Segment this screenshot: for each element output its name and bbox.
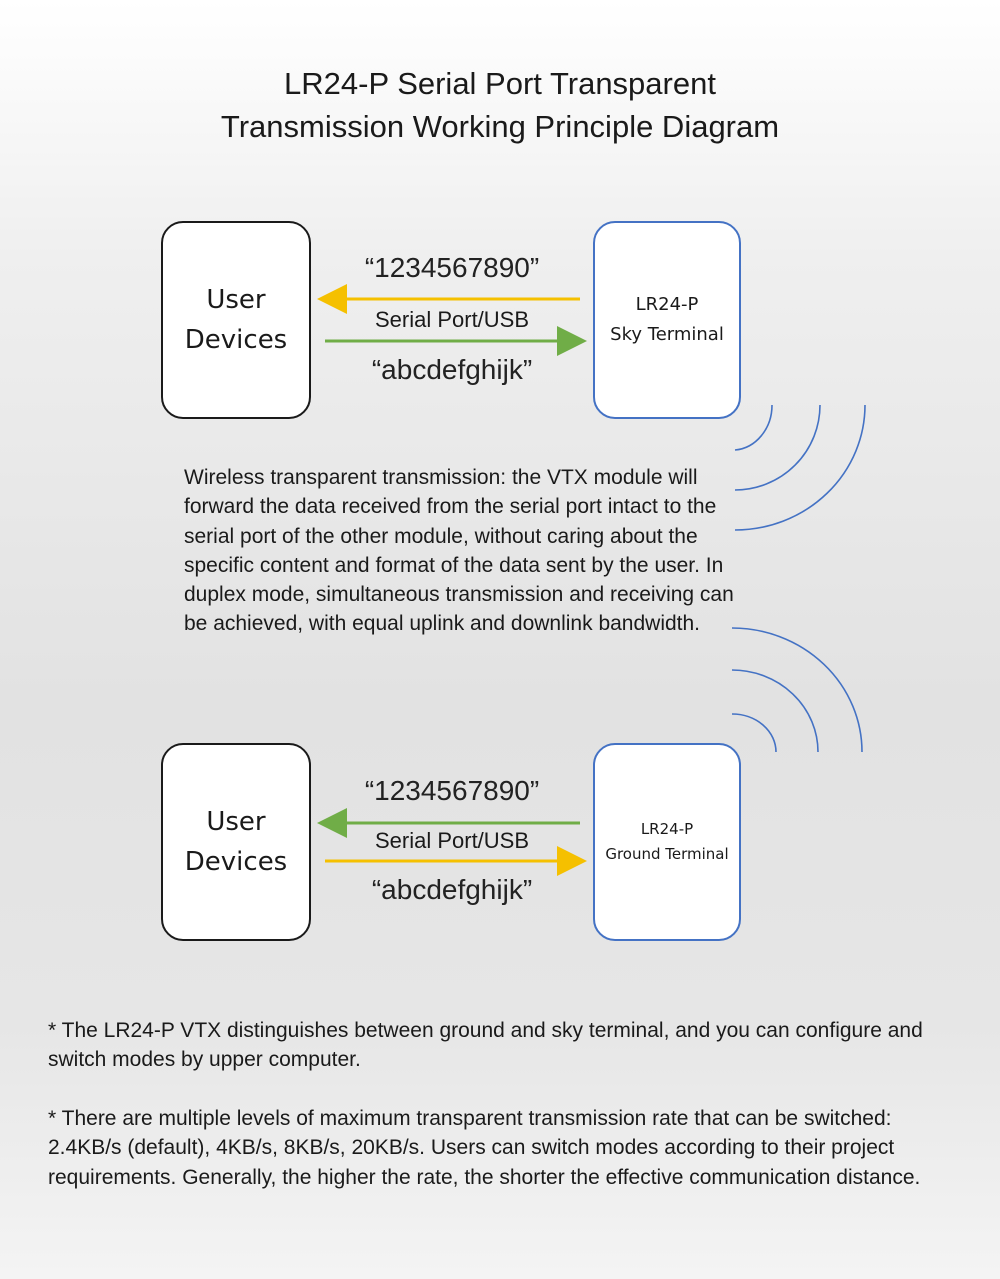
note-modes: * The LR24-P VTX distinguishes between g…	[48, 1019, 923, 1072]
description-text: Wireless transparent transmission: the V…	[184, 466, 734, 636]
note-rates: * There are multiple levels of maximum t…	[48, 1107, 921, 1189]
sky-signal-waves-icon	[734, 404, 866, 531]
ground-top-data-label: “1234567890”	[364, 775, 540, 806]
page-title: LR24-P Serial Port Transparent Transmiss…	[220, 66, 780, 144]
sky-bottom-data-label: “abcdefghijk”	[371, 354, 533, 385]
sky-link-label: Serial Port/USB	[374, 307, 530, 332]
ground-link-label: Serial Port/USB	[374, 828, 530, 853]
ground-signal-waves-icon	[731, 627, 863, 753]
sky-top-data-label: “1234567890”	[364, 252, 540, 283]
ground-bottom-data-label: “abcdefghijk”	[371, 874, 533, 905]
